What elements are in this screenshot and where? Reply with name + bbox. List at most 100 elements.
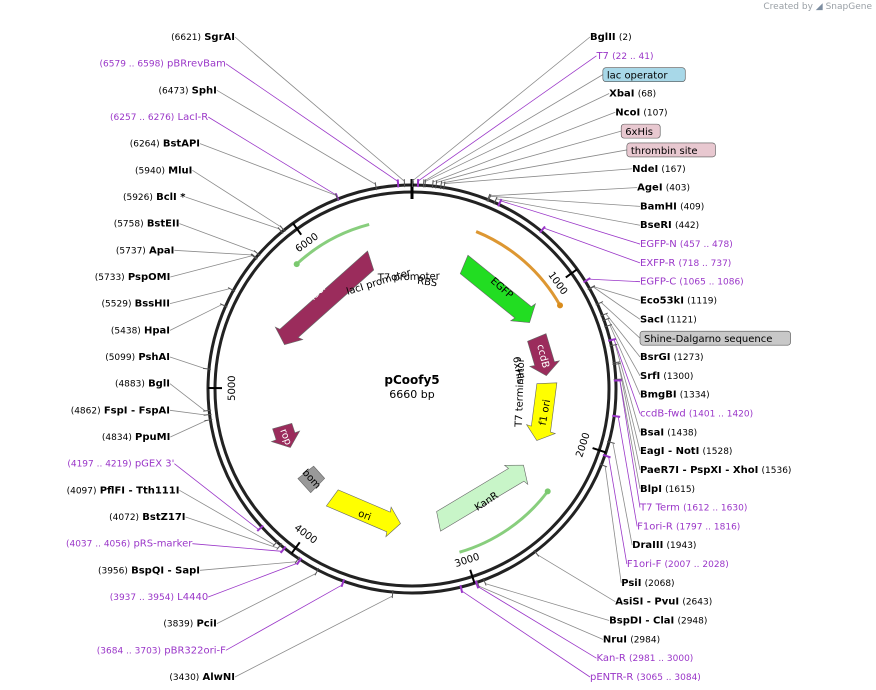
site-label-alwni: (3430) AlwNI xyxy=(169,672,235,683)
plasmid-name: pCoofy5 xyxy=(384,373,439,387)
site-leader xyxy=(605,313,641,358)
feature-arrow-laci xyxy=(274,250,375,345)
site-label-mlui: (5940) MluI xyxy=(135,165,192,176)
site-leader xyxy=(461,590,591,678)
site-tick xyxy=(396,179,400,188)
site-text: BmgBI (1334) xyxy=(640,390,710,401)
site-tick xyxy=(609,343,618,347)
site-leader xyxy=(170,255,253,278)
site-text: (5099) PshAI xyxy=(105,352,170,363)
feature-arrow-ori xyxy=(325,489,401,538)
site-tick xyxy=(443,181,446,190)
site-leader xyxy=(500,200,641,245)
ruler-tick xyxy=(292,222,303,236)
site-text: T7 (22 .. 41) xyxy=(595,51,653,62)
site-leader xyxy=(412,36,591,182)
site-text: (4037 .. 4056) pRS-marker xyxy=(66,539,193,550)
site-text: BglII (2) xyxy=(590,32,632,43)
site-leader xyxy=(613,339,641,414)
ruler-tick-label: 2000 xyxy=(574,431,592,459)
feature-label: ori xyxy=(356,508,372,523)
site-leader xyxy=(609,324,641,395)
site-text: (4834) PpuMI xyxy=(102,432,170,443)
site-text: PsiI (2068) xyxy=(621,578,674,589)
site-text: SacI (1121) xyxy=(640,314,697,325)
site-text: NruI (2984) xyxy=(603,634,660,645)
site-leader xyxy=(485,583,610,621)
site-leader xyxy=(234,595,393,678)
site-leader xyxy=(169,383,206,412)
site-tick xyxy=(334,193,339,202)
site-leader xyxy=(225,584,343,651)
site-label-pflfi-tth111i: (4097) PflFI - Tth111I xyxy=(67,485,180,496)
site-leader xyxy=(216,573,317,625)
feature-box xyxy=(620,123,661,139)
outer-feature-arc xyxy=(295,223,370,266)
site-text: (3430) AlwNI xyxy=(169,672,235,683)
site-text: (5758) BstEII xyxy=(114,219,180,230)
site-label-ncoi: NcoI (107) xyxy=(615,107,667,118)
site-label-ccdb-fwd: ccdB-fwd (1401 .. 1420) xyxy=(640,408,753,419)
feature-arrow-kanr xyxy=(436,464,529,532)
site-tick xyxy=(539,225,546,234)
site-label-pbrrevbam: (6579 .. 6598) pBRrevBam xyxy=(100,59,226,70)
site-text: (6264) BstAPI xyxy=(130,139,200,150)
site-tick xyxy=(604,324,612,328)
site-leader xyxy=(199,561,297,571)
site-text: DraIII (1943) xyxy=(632,540,696,551)
site-leader xyxy=(478,585,604,640)
site-label-hpai: (5438) HpaI xyxy=(111,325,170,336)
site-label-ppumi: (4834) PpuMI xyxy=(102,432,170,443)
site-text: (4883) BglI xyxy=(115,379,170,390)
site-leader xyxy=(234,36,405,182)
site-text: EagI - NotI (1528) xyxy=(640,446,732,457)
credit-brand: SnapGene xyxy=(825,2,872,12)
site-leader-lines xyxy=(169,36,641,678)
site-label-pentr-r: pENTR-R (3065 .. 3084) xyxy=(590,672,701,683)
promoter-label: T7 promoter xyxy=(377,271,441,284)
site-leader xyxy=(225,63,399,182)
site-leader xyxy=(208,116,337,196)
ruler-tick-label: 5000 xyxy=(227,375,238,401)
site-leader xyxy=(600,302,641,339)
site-tick xyxy=(459,584,464,594)
site-tick xyxy=(487,194,492,203)
site-leader xyxy=(490,195,641,207)
site-text: (3684 .. 3703) pBR322ori-F xyxy=(97,645,226,656)
site-label-bsshii: (5529) BssHII xyxy=(102,299,170,310)
site-text: BamHI (409) xyxy=(640,201,704,212)
site-tick xyxy=(424,179,426,188)
feature-label: rop xyxy=(277,428,293,447)
site-label-ndei: NdeI (167) xyxy=(632,164,685,175)
site-label-nrui: NruI (2984) xyxy=(603,634,660,645)
feature-arrow-f1-ori xyxy=(525,382,558,441)
site-tick xyxy=(256,524,264,532)
ruler-tick xyxy=(592,447,607,454)
site-text: (3956) BspQI - SapI xyxy=(98,565,200,576)
site-text: (4862) FspI - FspAI xyxy=(71,405,170,416)
ruler-tick xyxy=(565,268,578,279)
site-text: (5940) MluI xyxy=(135,165,192,176)
site-label-bglii: BglII (2) xyxy=(590,32,632,43)
site-text: EGFP-N (457 .. 478) xyxy=(640,239,733,250)
site-leader xyxy=(614,344,641,433)
site-tick xyxy=(204,419,213,422)
site-leader xyxy=(199,143,337,196)
site-tick xyxy=(482,577,487,586)
site-leader xyxy=(604,466,622,583)
site-text: (4197 .. 4219) pGEX 3' xyxy=(67,459,174,470)
outer-feature-arc xyxy=(459,490,549,554)
site-tick xyxy=(587,285,596,291)
site-label-kan-r: Kan-R (2981 .. 3000) xyxy=(596,653,693,664)
outer-arc-tip xyxy=(557,302,564,309)
site-tick xyxy=(582,277,591,284)
site-text: BspDI - ClaI (2948) xyxy=(609,616,707,627)
site-tick xyxy=(314,567,320,576)
site-leader xyxy=(432,111,616,183)
site-tick xyxy=(203,409,212,412)
feature-arrow-bom xyxy=(297,465,326,494)
site-label-fspi-fspai: (4862) FspI - FspAI xyxy=(71,405,170,416)
site-label-bspdi-clai: BspDI - ClaI (2948) xyxy=(609,616,707,627)
site-tick xyxy=(497,198,503,207)
